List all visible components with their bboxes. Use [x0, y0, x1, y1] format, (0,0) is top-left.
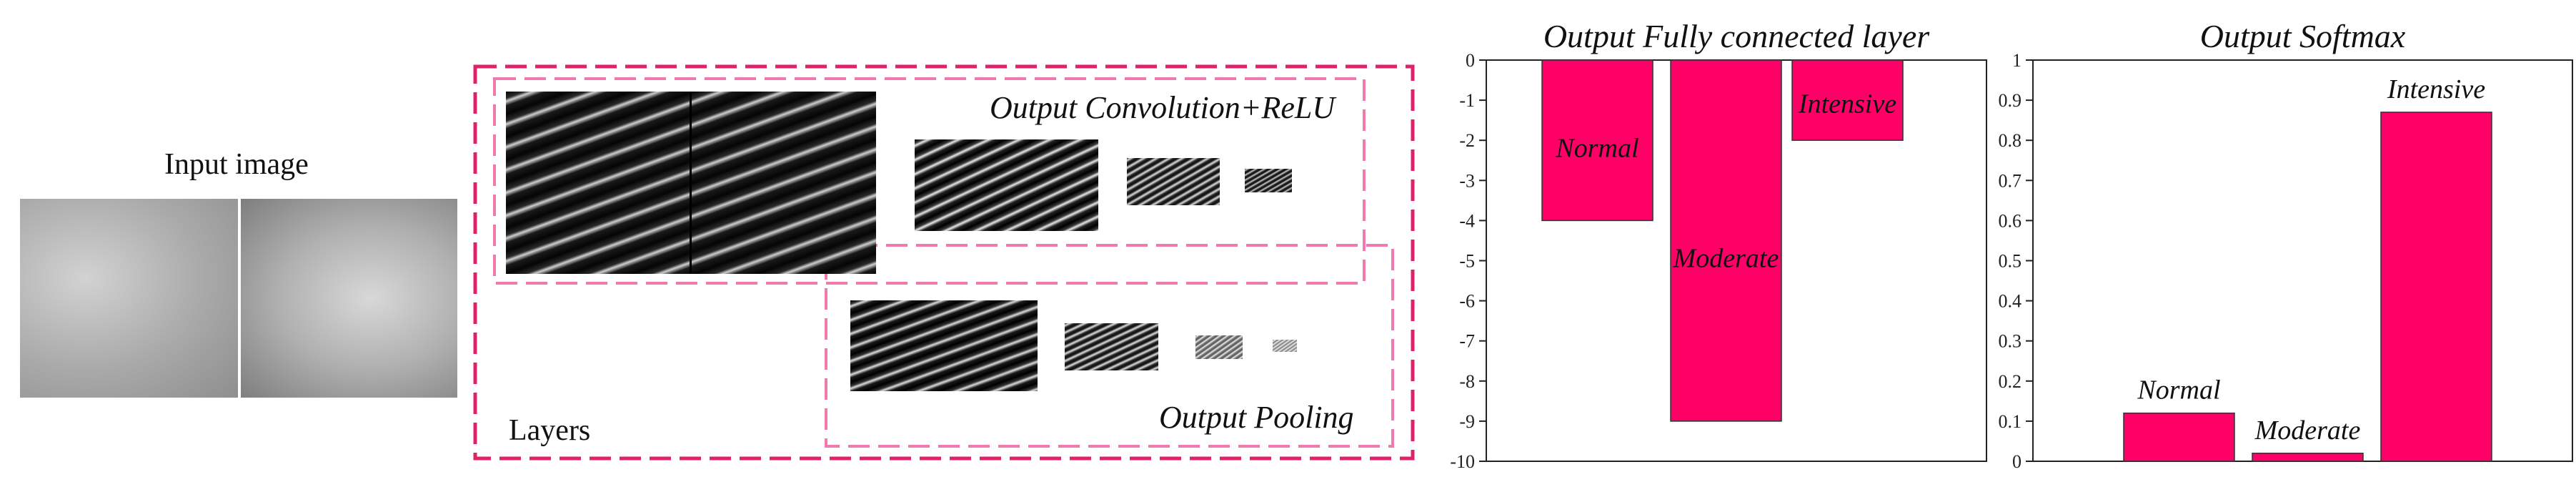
input-image-label: Input image [164, 148, 309, 181]
y-tick-label: 0.4 [1999, 291, 2022, 312]
y-tick-label: -3 [1459, 170, 1475, 191]
chart-title: Output Softmax [2200, 18, 2406, 54]
chart-title: Output Fully connected layer [1543, 18, 1930, 54]
input-image-right [241, 199, 457, 398]
pool-feature-map-2 [1065, 323, 1158, 370]
y-tick-label: -1 [1459, 90, 1475, 111]
y-tick-label: -10 [1450, 451, 1475, 472]
conv-feature-map-divider [690, 92, 692, 274]
pool-feature-map-1 [850, 300, 1038, 391]
y-tick-label: 0.1 [1999, 411, 2022, 432]
y-tick-label: 0.2 [1999, 371, 2022, 392]
conv-feature-map-4 [1245, 169, 1292, 192]
bar-intensive [2380, 112, 2492, 462]
pool-frame [825, 244, 1394, 448]
pool-feature-map-3 [1195, 335, 1243, 359]
y-tick-label: 0 [2012, 451, 2021, 472]
y-tick-label: -7 [1459, 331, 1475, 352]
y-tick-label: 1 [2012, 50, 2021, 71]
y-tick-label: -9 [1459, 411, 1475, 432]
bar-moderate [1670, 59, 1782, 422]
bar-intensive [1791, 59, 1904, 141]
y-tick-label: 0.3 [1999, 331, 2022, 352]
bar-label-intensive: Intensive [1798, 89, 1896, 119]
input-image-left [20, 199, 238, 398]
chart-fully-connected: Output Fully connected layer 0 -1 -2 -3 -4 -5 -… [1450, 18, 1987, 472]
bar-normal [1541, 59, 1653, 222]
y-tick-label: 0.6 [1999, 210, 2022, 231]
bar-normal [2123, 412, 2235, 462]
conv-feature-map-3 [1127, 158, 1220, 205]
bar-label-normal: Normal [1555, 133, 1638, 163]
conv-layer-label: Output Convolution+ReLU [990, 90, 1336, 125]
bar-label-normal: Normal [2137, 375, 2220, 405]
y-tick-label: -2 [1459, 130, 1475, 151]
y-tick-label: -4 [1459, 210, 1475, 231]
y-tick-label: -5 [1459, 251, 1475, 272]
conv-feature-map-2 [915, 139, 1098, 231]
bar-label-moderate: Moderate [1673, 244, 1779, 274]
layers-outer-frame [473, 64, 1415, 461]
y-tick-label: 0.9 [1999, 90, 2022, 111]
bar-moderate [2252, 453, 2364, 462]
bar-label-moderate: Moderate [2254, 415, 2361, 446]
y-tick-label: -6 [1459, 291, 1475, 312]
pool-layer-label: Output Pooling [1159, 400, 1354, 435]
y-tick-label: -8 [1459, 371, 1475, 392]
layers-label: Layers [509, 414, 591, 447]
y-tick-label: 0 [1466, 50, 1475, 71]
chart-softmax: Output Softmax 0 0.1 0.2 0.3 0.4 0.5 0.6 0.7 0.8 0… [1999, 18, 2573, 472]
pool-feature-map-4 [1273, 340, 1297, 352]
y-tick-label: 0.5 [1999, 251, 2022, 272]
bar-label-intensive: Intensive [2387, 74, 2485, 104]
y-tick-label: 0.8 [1999, 130, 2022, 151]
y-tick-label: 0.7 [1999, 170, 2022, 191]
conv-frame [493, 77, 1366, 285]
